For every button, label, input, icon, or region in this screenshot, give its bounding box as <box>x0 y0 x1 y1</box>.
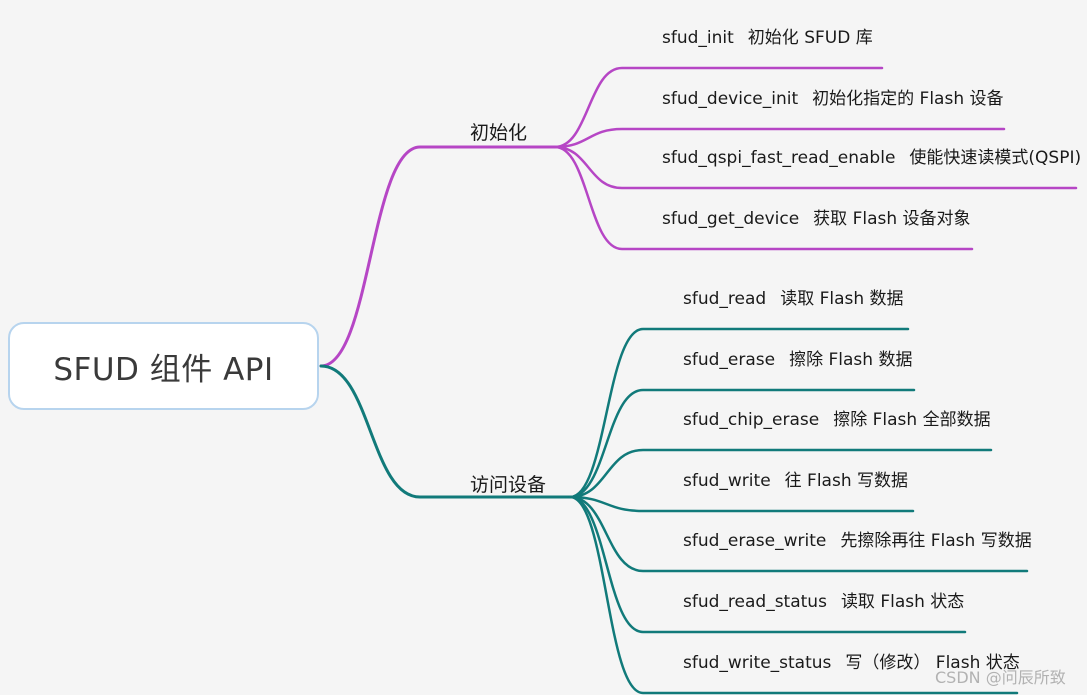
leaf-connector-1-6 <box>568 495 1019 695</box>
api-leaf-item[interactable]: sfud_erase_write 先擦除再往 Flash 写数据 <box>683 531 1032 551</box>
api-leaf-item[interactable]: sfud_qspi_fast_read_enable 使能快速读模式(QSPI) <box>662 148 1081 168</box>
api-description: 擦除 Flash 数据 <box>789 350 913 370</box>
leaf-connector-1-2 <box>568 448 993 499</box>
leaf-connector-0-2 <box>553 145 1078 190</box>
api-description: 初始化 SFUD 库 <box>747 28 873 48</box>
api-function-name: sfud_write_status <box>683 653 832 673</box>
api-description: 先擦除再往 Flash 写数据 <box>840 531 1032 551</box>
api-leaf-item[interactable]: sfud_init 初始化 SFUD 库 <box>662 28 873 48</box>
api-function-name: sfud_write <box>683 471 771 491</box>
leaf-connector-1-5 <box>568 495 967 634</box>
branch-label-0[interactable]: 初始化 <box>470 122 528 144</box>
branch-label-1[interactable]: 访问设备 <box>470 474 547 496</box>
api-leaf-item[interactable]: sfud_write 往 Flash 写数据 <box>683 471 908 491</box>
api-function-name: sfud_device_init <box>662 89 799 109</box>
api-description: 擦除 Flash 全部数据 <box>833 410 991 430</box>
api-description: 读取 Flash 数据 <box>780 289 904 309</box>
api-leaf-item[interactable]: sfud_device_init 初始化指定的 Flash 设备 <box>662 89 1004 109</box>
api-function-name: sfud_get_device <box>662 209 800 229</box>
api-function-name: sfud_read <box>683 289 767 309</box>
api-leaf-item[interactable]: sfud_write_status 写（修改） Flash 状态 <box>683 653 1020 673</box>
api-description: 写（修改） Flash 状态 <box>845 653 1020 673</box>
api-leaf-item[interactable]: sfud_chip_erase 擦除 Flash 全部数据 <box>683 410 991 430</box>
api-function-name: sfud_init <box>662 28 734 48</box>
watermark: CSDN @问辰所致 <box>935 668 1066 687</box>
api-description: 使能快速读模式(QSPI) <box>909 148 1082 168</box>
leaf-connector-1-3 <box>568 495 915 513</box>
leaf-connector-1-1 <box>568 388 916 499</box>
root-node[interactable]: SFUD 组件 API <box>8 322 319 410</box>
branch-connector-0 <box>319 145 557 368</box>
leaf-connector-0-1 <box>553 127 1006 149</box>
api-function-name: sfud_erase <box>683 350 776 370</box>
root-title: SFUD 组件 API <box>53 351 274 388</box>
api-function-name: sfud_erase_write <box>683 531 827 551</box>
leaf-connector-0-0 <box>553 66 884 149</box>
api-leaf-item[interactable]: sfud_read 读取 Flash 数据 <box>683 289 904 309</box>
api-leaf-item[interactable]: sfud_erase 擦除 Flash 数据 <box>683 350 912 370</box>
api-description: 读取 Flash 状态 <box>840 592 965 612</box>
leaf-connector-0-3 <box>553 145 974 251</box>
api-description: 初始化指定的 Flash 设备 <box>812 89 1004 109</box>
api-function-name: sfud_qspi_fast_read_enable <box>662 148 896 168</box>
api-description: 获取 Flash 设备对象 <box>813 209 971 229</box>
api-leaf-item[interactable]: sfud_read_status 读取 Flash 状态 <box>683 592 964 612</box>
api-function-name: sfud_chip_erase <box>683 410 820 430</box>
leaf-connector-1-0 <box>568 327 910 499</box>
api-function-name: sfud_read_status <box>683 592 827 612</box>
branch-connector-1 <box>319 364 572 499</box>
api-leaf-item[interactable]: sfud_get_device 获取 Flash 设备对象 <box>662 209 971 229</box>
leaf-connector-1-4 <box>568 495 1029 573</box>
api-description: 往 Flash 写数据 <box>784 471 909 491</box>
